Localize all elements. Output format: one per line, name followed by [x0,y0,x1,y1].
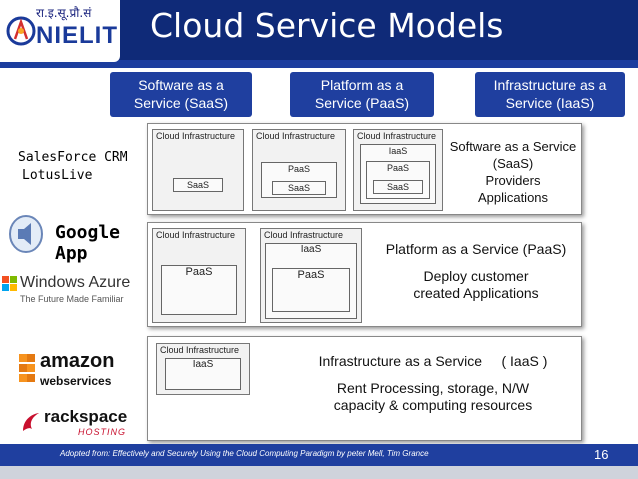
cloud-infra-label: Cloud Infrastructure [160,345,240,355]
azure-tagline: The Future Made Familiar [20,294,124,304]
emblem-icon [6,16,36,46]
category-iaas-line2: Service (IaaS) [505,95,595,111]
paas-stack-1: Cloud Infrastructure PaaS [152,228,246,323]
saas-box: SaaS [373,180,423,194]
iaas-desc-title: Infrastructure as a Service [318,353,483,369]
category-iaas-line1: Infrastructure as a [493,77,607,93]
cloud-infra-label: Cloud Infrastructure [156,131,236,141]
logo-hindi-text: रा.इ.सू.प्रौ.सं [36,6,92,20]
paas-desc-line2: Deploy customer [423,268,529,284]
iaas-description: Infrastructure as a Service ( IaaS ) Ren… [288,353,578,414]
iaas-layer: IaaS PaaS SaaS [360,144,436,204]
paas-label: PaaS [287,164,311,174]
cloud-infra-label: Cloud Infrastructure [156,230,236,240]
paas-panel: Cloud Infrastructure PaaS Cloud Infrastr… [147,222,582,327]
saas-box: SaaS [272,181,326,195]
paas-layer: PaaS SaaS [366,161,430,199]
paas-label: PaaS [386,163,410,173]
rackspace-sub: HOSTING [78,427,127,437]
slide-title: Cloud Service Models [150,6,504,45]
paas-desc-line3: created Applications [413,285,539,301]
nielit-logo: रा.इ.सू.प्रौ.सं NIELIT [0,0,120,62]
google-line1: Google [55,222,121,243]
saas-stack-3: Cloud Infrastructure IaaS PaaS SaaS [353,129,443,211]
cloud-infra-label: Cloud Infrastructure [256,131,336,141]
paas-stack-2: Cloud Infrastructure IaaS PaaS [260,228,362,323]
cloud-infra-label: Cloud Infrastructure [264,230,344,240]
rackspace-name: rackspace [44,407,128,426]
iaas-panel: Cloud Infrastructure IaaS Infrastructure… [147,336,582,441]
iaas-layer: IaaS PaaS [265,243,357,319]
rackspace-logo: rackspace HOSTING [20,405,135,441]
iaas-desc-line3: capacity & computing resources [333,397,533,413]
category-iaas: Infrastructure as a Service (IaaS) [475,72,625,117]
windows-azure-logo: Windows Azure The Future Made Familiar [0,272,140,312]
page-number: 16 [594,447,609,462]
saas-description: Software as a Service (SaaS) Providers A… [446,138,580,206]
category-paas-line2: Service (PaaS) [314,95,410,111]
cloud-infra-label: Cloud Infrastructure [357,131,437,141]
category-saas-line1: Software as a [138,77,224,93]
iaas-label: IaaS [300,244,322,255]
footer-bar [0,444,638,466]
windows-flag-icon [2,276,17,291]
aws-cubes-icon [19,354,35,382]
paas-description: Platform as a Service (PaaS) Deploy cust… [372,241,580,302]
footer-citation: Adopted from: Effectively and Securely U… [60,449,429,458]
saas-desc-line4: Applications [477,190,549,205]
azure-name: Windows Azure [20,274,131,291]
iaas-desc-line1: Infrastructure as a Service ( IaaS ) [288,353,578,370]
saas-desc-line2: (SaaS) [492,156,534,171]
iaas-box: IaaS [165,358,241,390]
paas-desc-line1: Platform as a Service (PaaS) [385,241,567,257]
amazon-name: amazon [40,350,115,372]
category-saas: Software as a Service (SaaS) [110,72,252,117]
saas-desc-line3: Providers [485,173,541,188]
saas-stack-2: Cloud Infrastructure PaaS SaaS [252,129,346,211]
saas-box: SaaS [173,178,223,192]
saas-desc-line1: Software as a Service [449,139,577,154]
saas-panel: Cloud Infrastructure SaaS Cloud Infrastr… [147,123,582,215]
google-app-label: Google App [55,222,120,264]
category-paas: Platform as a Service (PaaS) [290,72,434,117]
paas-box: PaaS [161,265,237,315]
rackspace-swirl-icon [23,413,39,431]
header-strip [0,60,638,68]
paas-box: PaaS [272,268,350,312]
saas-stack-1: Cloud Infrastructure SaaS [152,129,244,211]
logo-name: NIELIT [36,22,118,49]
google-line2: App [55,243,88,264]
lotuslive-label: LotusLive [22,168,93,183]
iaas-label: IaaS [388,146,408,156]
amazon-web-services-logo: amazon webservices [18,350,133,392]
salesforce-label: SalesForce CRM [18,150,128,165]
iaas-stack-1: Cloud Infrastructure IaaS [156,343,250,395]
category-paas-line1: Platform as a [320,77,404,93]
iaas-desc-line2: Rent Processing, storage, N/W [336,380,530,396]
paas-layer: PaaS SaaS [261,162,337,198]
amazon-sub: webservices [40,374,112,388]
iaas-desc-abbr: ( IaaS ) [501,353,548,369]
footer-strip [0,466,638,479]
speaker-icon [9,215,43,253]
category-saas-line2: Service (SaaS) [133,95,229,111]
